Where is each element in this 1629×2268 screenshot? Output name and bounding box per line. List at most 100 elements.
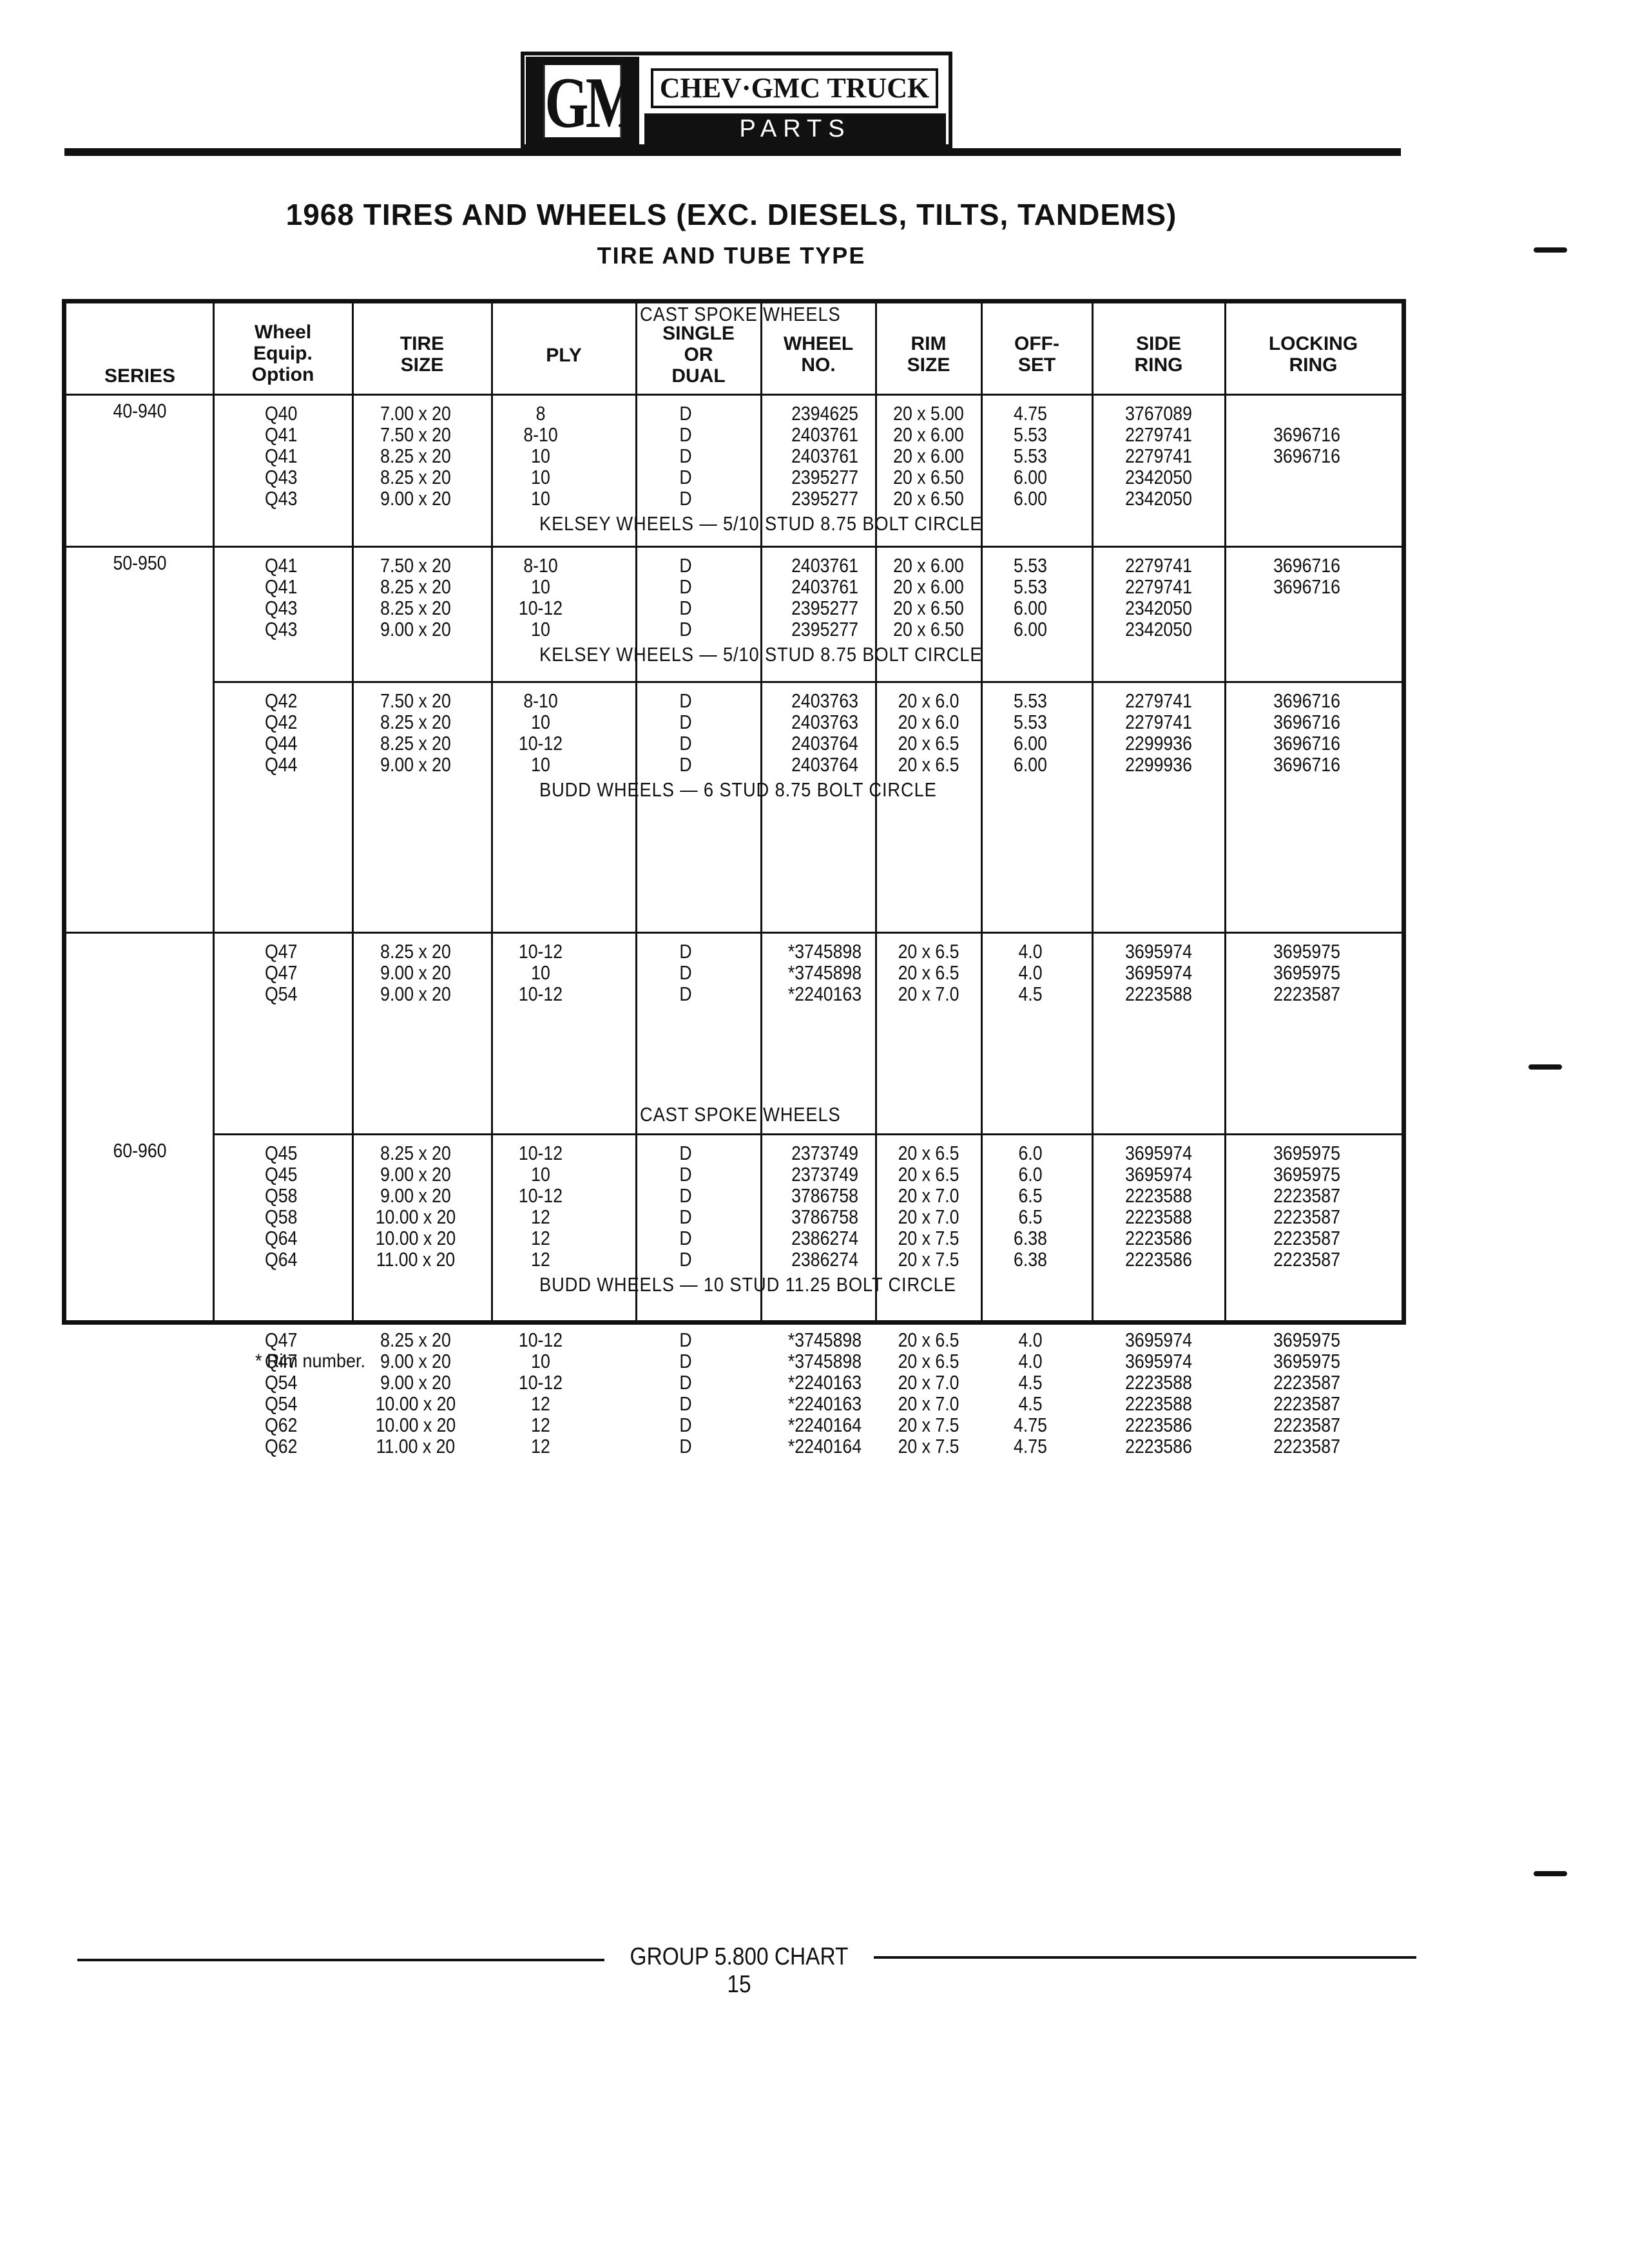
cell-tire-size: 7.50 x 20	[380, 554, 451, 577]
cell-option: Q43	[265, 466, 298, 488]
column-header-line: SET	[1017, 354, 1056, 376]
cell-offset: 4.0	[1018, 1329, 1043, 1351]
cell-single-dual: D	[679, 466, 692, 488]
cell-wheel-no: 2395277	[791, 618, 858, 640]
wheel-type-note: KELSEY WHEELS — 5/10 STUD 8.75 BOLT CIRC…	[539, 643, 983, 666]
cell-side-ring: 2342050	[1125, 597, 1192, 619]
cell-ply: 12	[531, 1435, 550, 1457]
cell-tire-size: 11.00 x 20	[376, 1248, 456, 1271]
cell-rim-size: 20 x 6.50	[893, 466, 964, 488]
cell-single-dual: D	[679, 732, 692, 754]
cell-offset: 6.00	[1014, 466, 1047, 488]
cell-ply: 10	[531, 445, 550, 467]
cell-tire-size: 9.00 x 20	[380, 487, 451, 510]
group-divider	[213, 1133, 1402, 1135]
cell-wheel-no: *2240163	[787, 1371, 862, 1394]
cell-tire-size: 10.00 x 20	[375, 1392, 456, 1415]
group-divider	[213, 681, 1402, 683]
cell-option: Q64	[265, 1248, 298, 1271]
cell-side-ring: 2279741	[1125, 711, 1192, 733]
cell-wheel-no: 2395277	[791, 466, 858, 488]
cell-rim-size: 20 x 7.5	[898, 1414, 959, 1436]
cell-offset: 6.5	[1018, 1206, 1043, 1228]
cell-locking-ring: 3696716	[1273, 575, 1340, 598]
cell-wheel-no: 3786758	[791, 1184, 858, 1207]
cell-ply: 12	[531, 1206, 550, 1228]
cell-side-ring: 2223588	[1125, 1392, 1192, 1415]
group-divider	[66, 546, 1402, 548]
cell-tire-size: 9.00 x 20	[380, 618, 451, 640]
cell-wheel-no: 2403761	[791, 423, 858, 446]
cell-tire-size: 8.25 x 20	[380, 597, 451, 619]
wheel-type-note: CAST SPOKE WHEELS	[640, 1103, 841, 1126]
cell-side-ring: 2223586	[1125, 1227, 1192, 1249]
cell-option: Q43	[265, 487, 298, 510]
cell-locking-ring: 3695975	[1273, 1163, 1340, 1186]
cell-tire-size: 9.00 x 20	[380, 983, 451, 1005]
cell-tire-size: 8.25 x 20	[380, 1329, 451, 1351]
cell-rim-size: 20 x 6.5	[898, 753, 959, 776]
column-header-line: DUAL	[671, 365, 726, 387]
cell-single-dual: D	[679, 402, 692, 425]
cell-ply: 10	[531, 466, 550, 488]
column-divider	[491, 303, 493, 1320]
cell-wheel-no: 2403763	[791, 711, 858, 733]
cell-wheel-no: 2403761	[791, 554, 858, 577]
cell-rim-size: 20 x 5.00	[893, 402, 964, 425]
cell-option: Q42	[265, 689, 298, 712]
cell-offset: 6.0	[1018, 1142, 1043, 1164]
cell-wheel-no: 2403764	[791, 753, 858, 776]
cell-side-ring: 2279741	[1125, 689, 1192, 712]
cell-single-dual: D	[679, 618, 692, 640]
column-header-line: TIRE	[400, 333, 445, 354]
cell-wheel-no: *2240163	[787, 983, 862, 1005]
cell-offset: 5.53	[1014, 554, 1047, 577]
cell-wheel-no: 2386274	[791, 1227, 858, 1249]
cell-side-ring: 2223588	[1125, 1206, 1192, 1228]
cell-single-dual: D	[679, 445, 692, 467]
column-header-line: PLY	[546, 345, 582, 366]
cell-rim-size: 20 x 6.5	[898, 1163, 959, 1186]
wheel-type-note: BUDD WHEELS — 6 STUD 8.75 BOLT CIRCLE	[539, 778, 937, 801]
cell-single-dual: D	[679, 961, 692, 984]
cell-offset: 6.0	[1018, 1163, 1043, 1186]
cell-option: Q41	[265, 423, 298, 446]
cell-side-ring: 3695974	[1125, 961, 1192, 984]
cell-rim-size: 20 x 6.50	[893, 618, 964, 640]
cell-single-dual: D	[679, 940, 692, 963]
cell-single-dual: D	[679, 1227, 692, 1249]
cell-ply: 8-10	[523, 554, 558, 577]
cell-locking-ring: 3696716	[1273, 711, 1340, 733]
cell-offset: 6.00	[1014, 487, 1047, 510]
cell-tire-size: 8.25 x 20	[380, 575, 451, 598]
cell-wheel-no: *2240164	[787, 1414, 862, 1436]
cell-locking-ring: 3696716	[1273, 732, 1340, 754]
cell-option: Q42	[265, 711, 298, 733]
column-divider	[875, 303, 877, 1320]
wheel-type-note: CAST SPOKE WHEELS	[640, 303, 841, 325]
cell-wheel-no: 2403764	[791, 732, 858, 754]
cell-offset: 6.38	[1014, 1227, 1047, 1249]
cell-ply: 10-12	[518, 1184, 563, 1207]
cell-locking-ring: 2223587	[1273, 1248, 1340, 1271]
cell-single-dual: D	[679, 1371, 692, 1394]
cell-tire-size: 8.25 x 20	[380, 445, 451, 467]
brand-title: CHEV·GMC TRUCK	[651, 68, 938, 108]
cell-single-dual: D	[679, 1435, 692, 1457]
cell-option: Q62	[265, 1414, 298, 1436]
cell-side-ring: 2279741	[1125, 445, 1192, 467]
cell-offset: 6.5	[1018, 1184, 1043, 1207]
cell-tire-size: 11.00 x 20	[376, 1435, 456, 1457]
cell-locking-ring: 3695975	[1273, 1350, 1340, 1372]
cell-offset: 5.53	[1014, 575, 1047, 598]
cell-ply: 10	[531, 961, 550, 984]
column-divider	[213, 303, 215, 1320]
cell-option: Q64	[265, 1227, 298, 1249]
footer-rule-left	[77, 1959, 604, 1961]
cell-ply: 10-12	[518, 597, 563, 619]
cell-option: Q45	[265, 1142, 298, 1164]
cell-ply: 8	[535, 402, 546, 425]
